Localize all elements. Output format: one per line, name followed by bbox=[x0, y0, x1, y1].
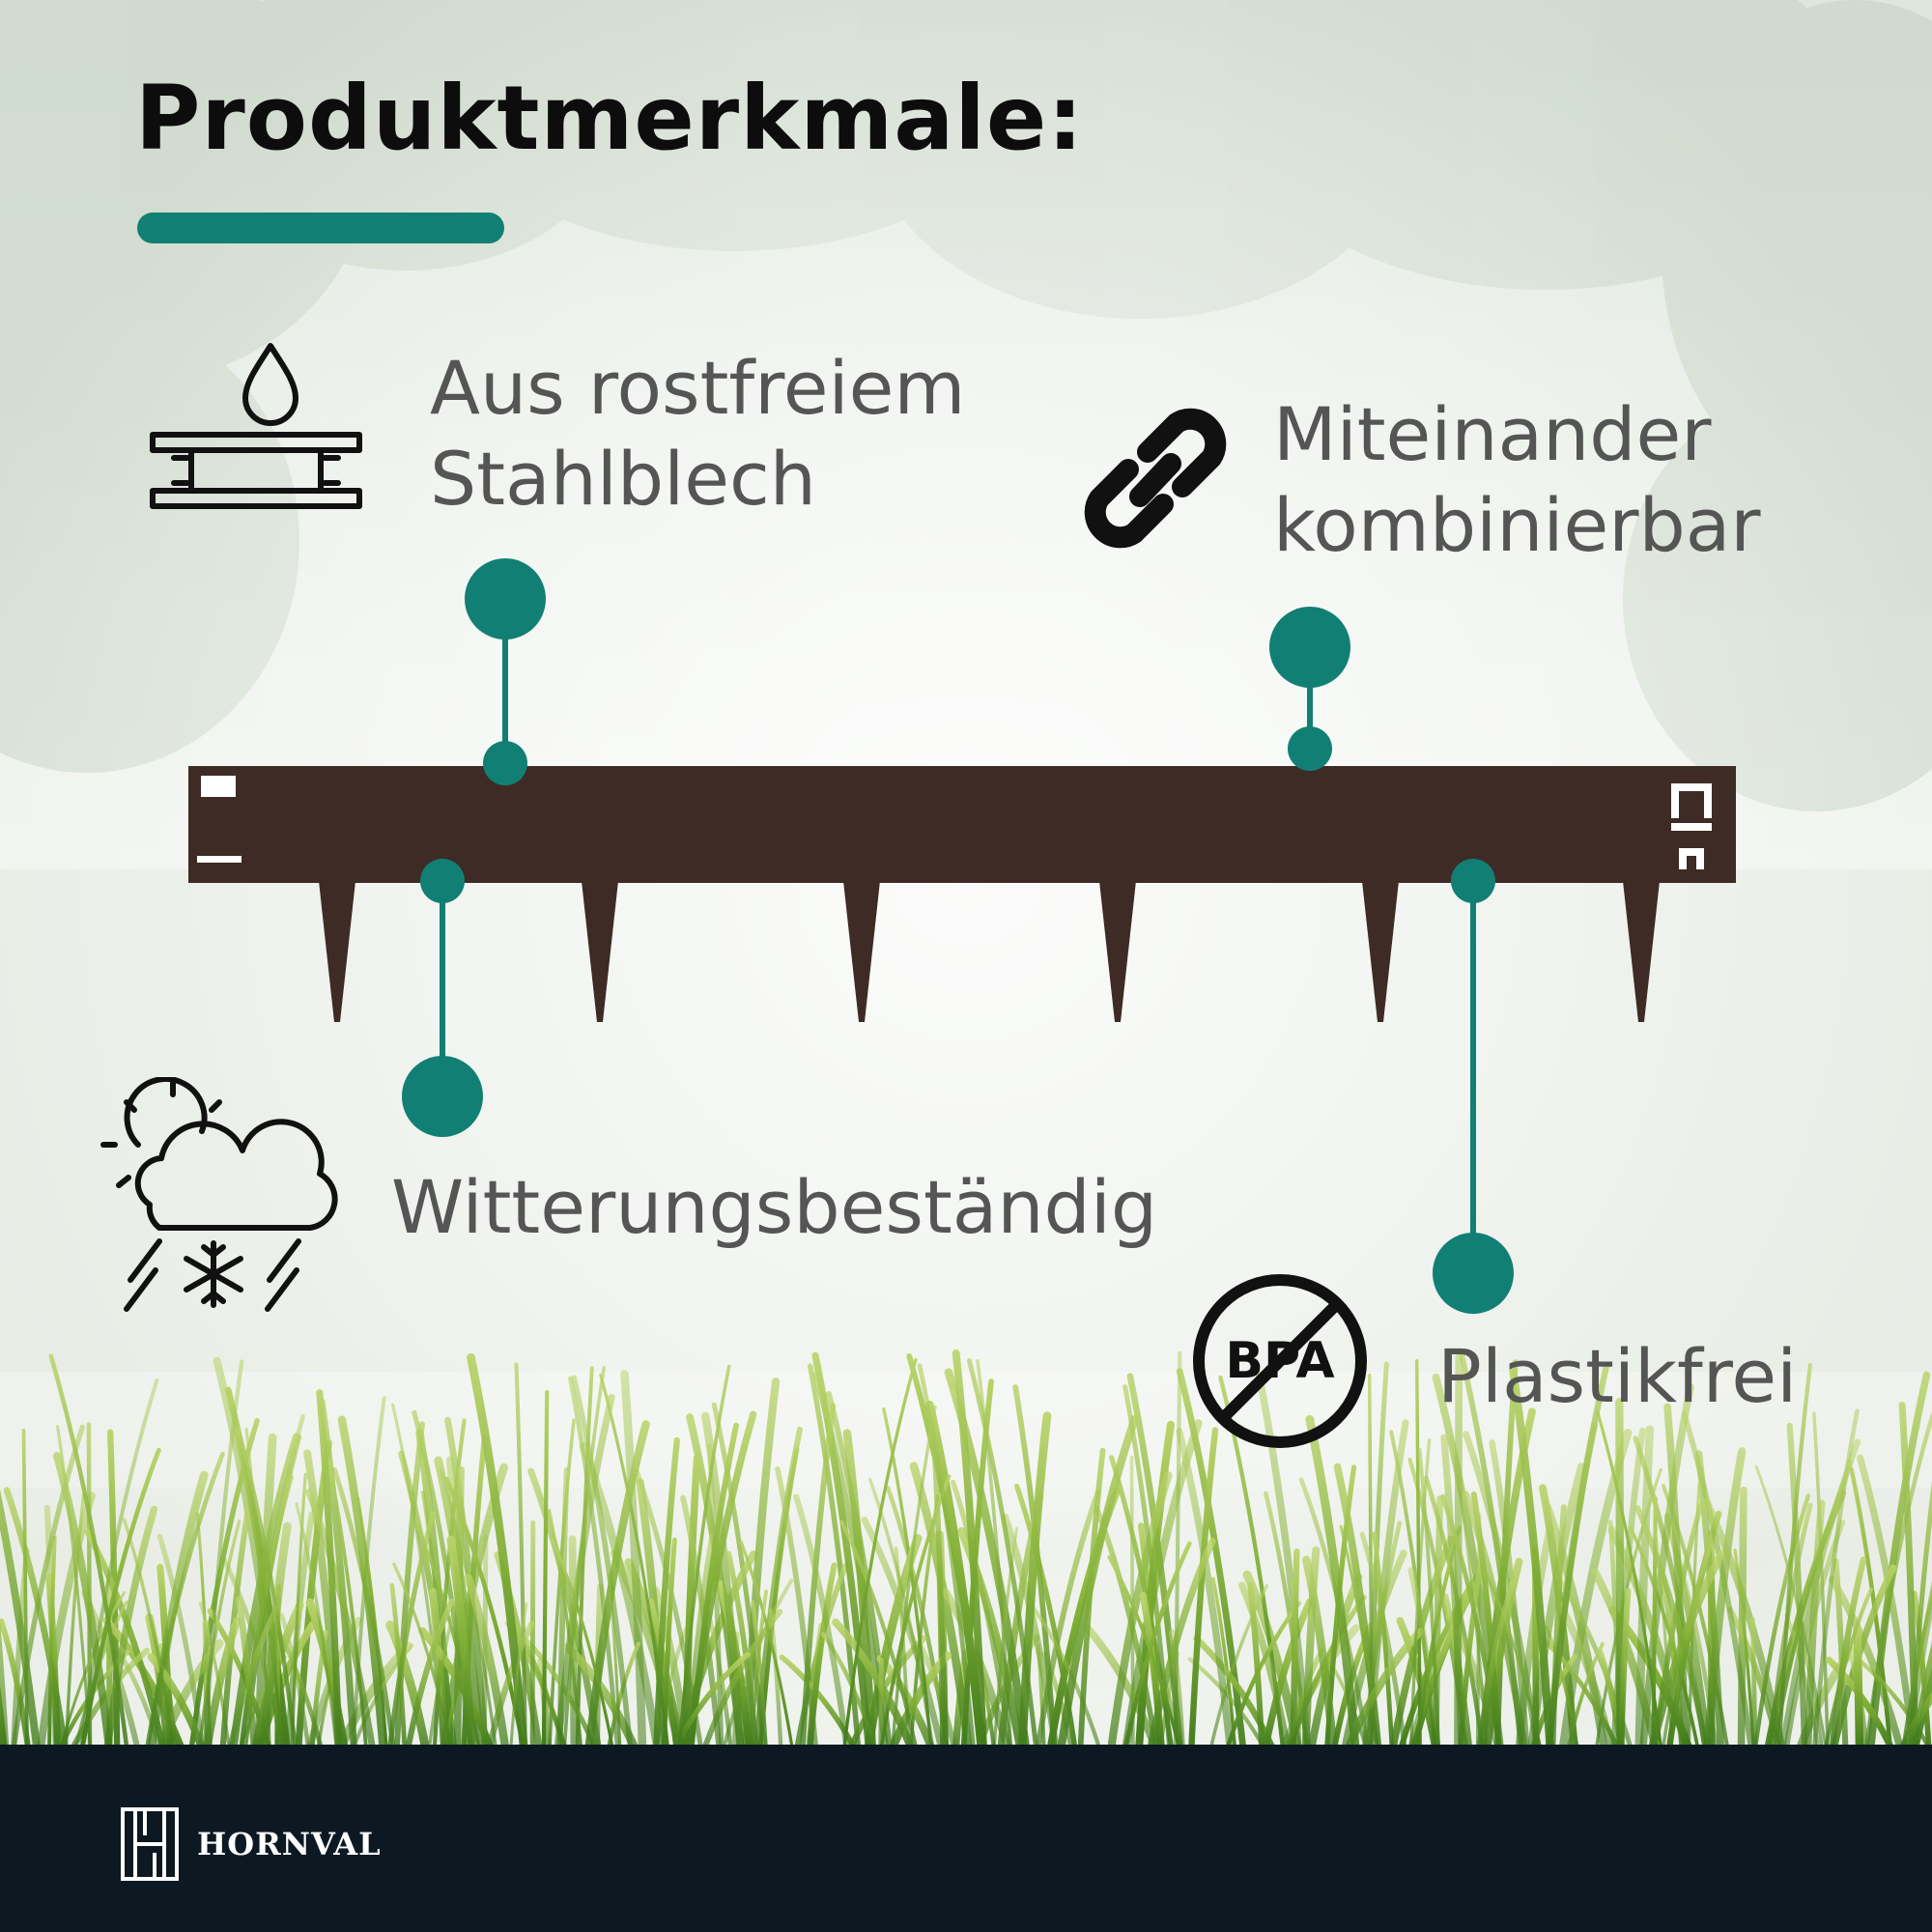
brand: HORNVAL bbox=[120, 1806, 382, 1882]
feature-steel-label: Aus rostfreiem Stahlblech bbox=[430, 345, 966, 522]
hornval-logo-icon bbox=[121, 1807, 179, 1881]
bpa-badge-text: BPA bbox=[1225, 1332, 1334, 1390]
title-underline bbox=[137, 213, 504, 243]
weather-sun-cloud-snow-icon bbox=[100, 1077, 338, 1312]
bpa-free-icon: BPA bbox=[1193, 1274, 1367, 1448]
feature-weatherproof-label: Witterungsbeständig bbox=[391, 1164, 1158, 1250]
feature-combinable-label: Miteinander kombinierbar bbox=[1273, 391, 1761, 568]
callout-connectors bbox=[402, 558, 1514, 1314]
callout-dot-plasticfree bbox=[1433, 1233, 1514, 1314]
steel-sheet-water-drop-icon bbox=[150, 343, 362, 509]
callout-dot-combinable bbox=[1269, 607, 1350, 688]
callout-dot-steel bbox=[465, 558, 546, 639]
footer-bar bbox=[0, 1745, 1932, 1932]
feature-plasticfree-label: Plastikfrei bbox=[1437, 1333, 1798, 1419]
chain-link-icon bbox=[1084, 408, 1227, 549]
callout-dot-weatherproof bbox=[402, 1056, 483, 1137]
brand-name: HORNVAL bbox=[197, 1826, 382, 1862]
page-title: Produktmerkmale: bbox=[135, 67, 1084, 170]
